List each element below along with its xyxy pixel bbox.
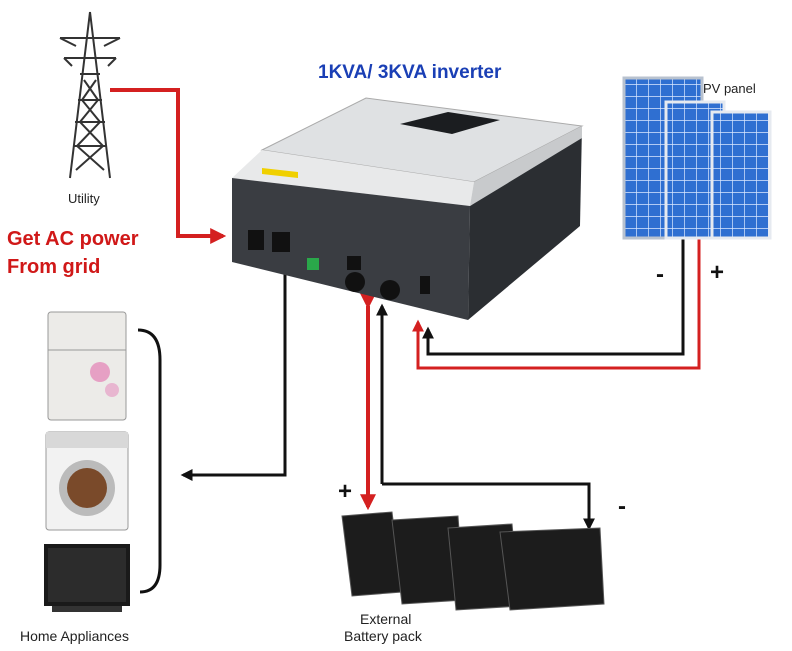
battery-minus-sign: - [618,493,626,520]
battery-negative-return [382,482,595,531]
transmission-tower-icon [59,11,121,179]
appliance-bracket [137,328,162,594]
diagram-title: 1KVA/ 3KVA inverter [318,62,502,83]
grid-power-line-2: From grid [7,256,100,278]
battery-icon [341,511,605,611]
refrigerator-icon [47,311,127,421]
home-appliances-label: Home Appliances [20,628,129,644]
grid-power-line-1: Get AC power [7,228,139,250]
pv-panel-label: PV panel [703,81,756,96]
grid-wire [110,88,227,244]
television-icon [44,544,130,612]
solar-panel-icon [622,76,772,240]
inverter-icon [232,97,584,320]
pv-negative-wire [422,238,685,356]
pv-positive-wire [412,238,701,370]
ac-output-wire [180,248,287,481]
battery-pack-line-1: External [360,611,411,627]
pv-minus-sign: - [656,261,664,288]
pv-plus-sign: + [710,259,724,286]
battery-plus-sign: + [338,478,352,505]
battery-pack-line-2: Battery pack [344,628,423,644]
wires [110,88,701,531]
washing-machine-icon [45,431,129,531]
utility-label: Utility [68,191,100,206]
